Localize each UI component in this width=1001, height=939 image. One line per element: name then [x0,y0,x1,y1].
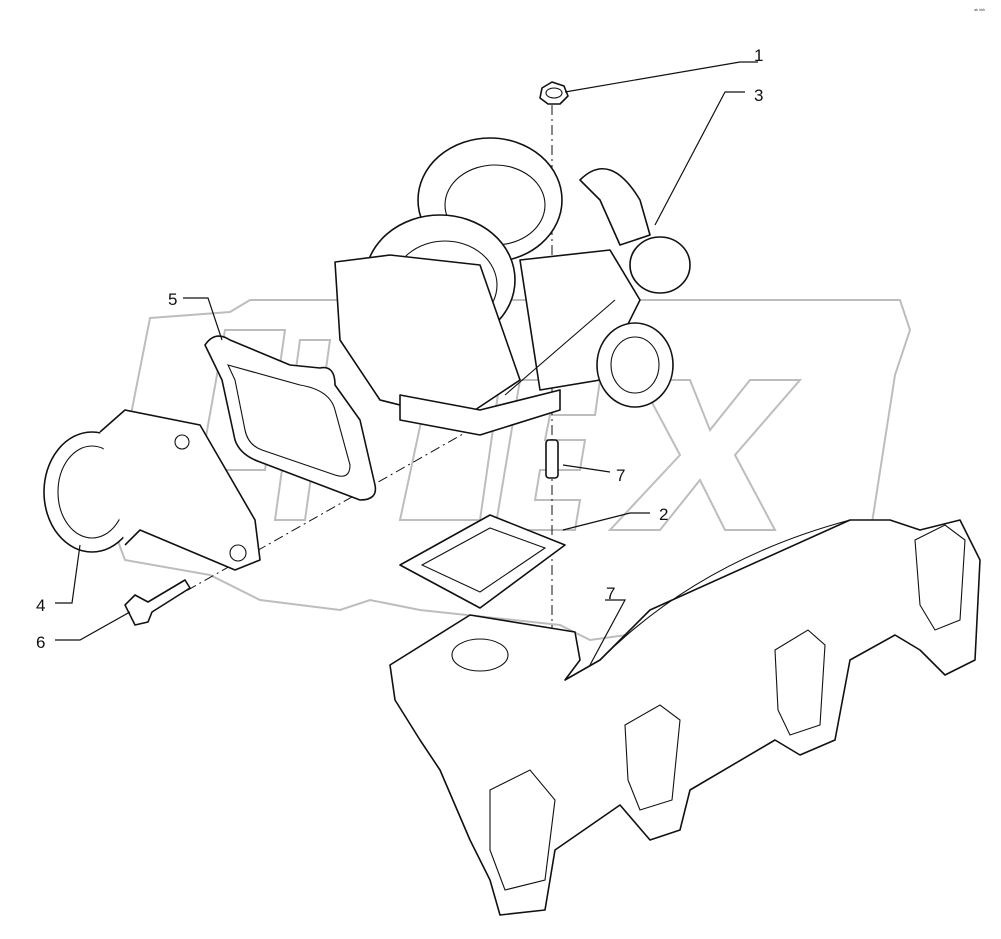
callout-7-stud: 7 [616,466,625,485]
callout-labels: 1 2 3 4 5 6 7 7 [36,46,763,652]
callout-leaders [55,61,758,666]
callout-1: 1 [754,46,763,65]
part-gasket-2 [399,514,566,609]
part-gasket-5 [204,335,377,501]
part-bolt-6 [124,579,191,626]
callout-3: 3 [754,86,763,105]
part-nut [539,81,569,105]
callout-2: 2 [659,505,668,524]
corner-code: ᵃᵇ ᵇᵇᵇ [974,8,985,14]
callout-5: 5 [168,290,177,309]
part-elbow-4 [43,409,261,571]
part-stud-7 [545,439,559,479]
callout-6: 6 [36,633,45,652]
part-turbocharger [334,137,691,436]
part-manifold-7 [389,519,981,916]
assembly-axes [134,105,553,650]
callout-7-manifold: 7 [606,584,615,603]
callout-4: 4 [36,596,45,615]
